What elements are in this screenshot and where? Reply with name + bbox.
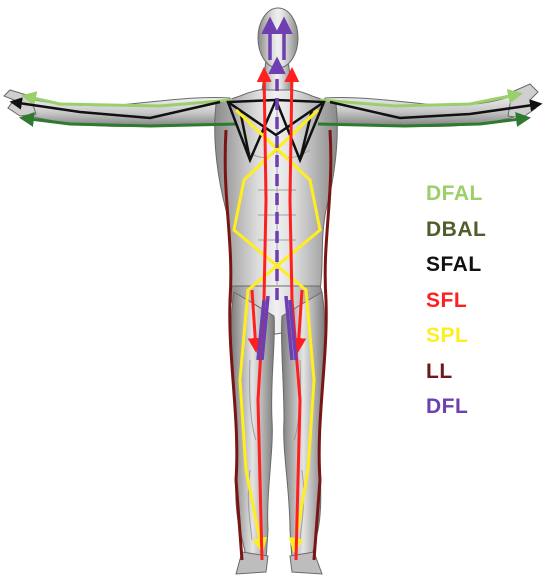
legend-item-dbal: DBAL (426, 212, 486, 248)
legend-item-sfl: SFL (426, 283, 486, 319)
legend-item-dfl: DFL (426, 389, 486, 425)
legend-item-spl: SPL (426, 318, 486, 354)
legend-item-ll: LL (426, 354, 486, 390)
legend: DFAL DBAL SFAL SFL SPL LL DFL (426, 176, 486, 425)
legend-item-dfal: DFAL (426, 176, 486, 212)
right-hand (508, 84, 538, 118)
legend-item-sfal: SFAL (426, 247, 486, 283)
head (258, 8, 298, 68)
